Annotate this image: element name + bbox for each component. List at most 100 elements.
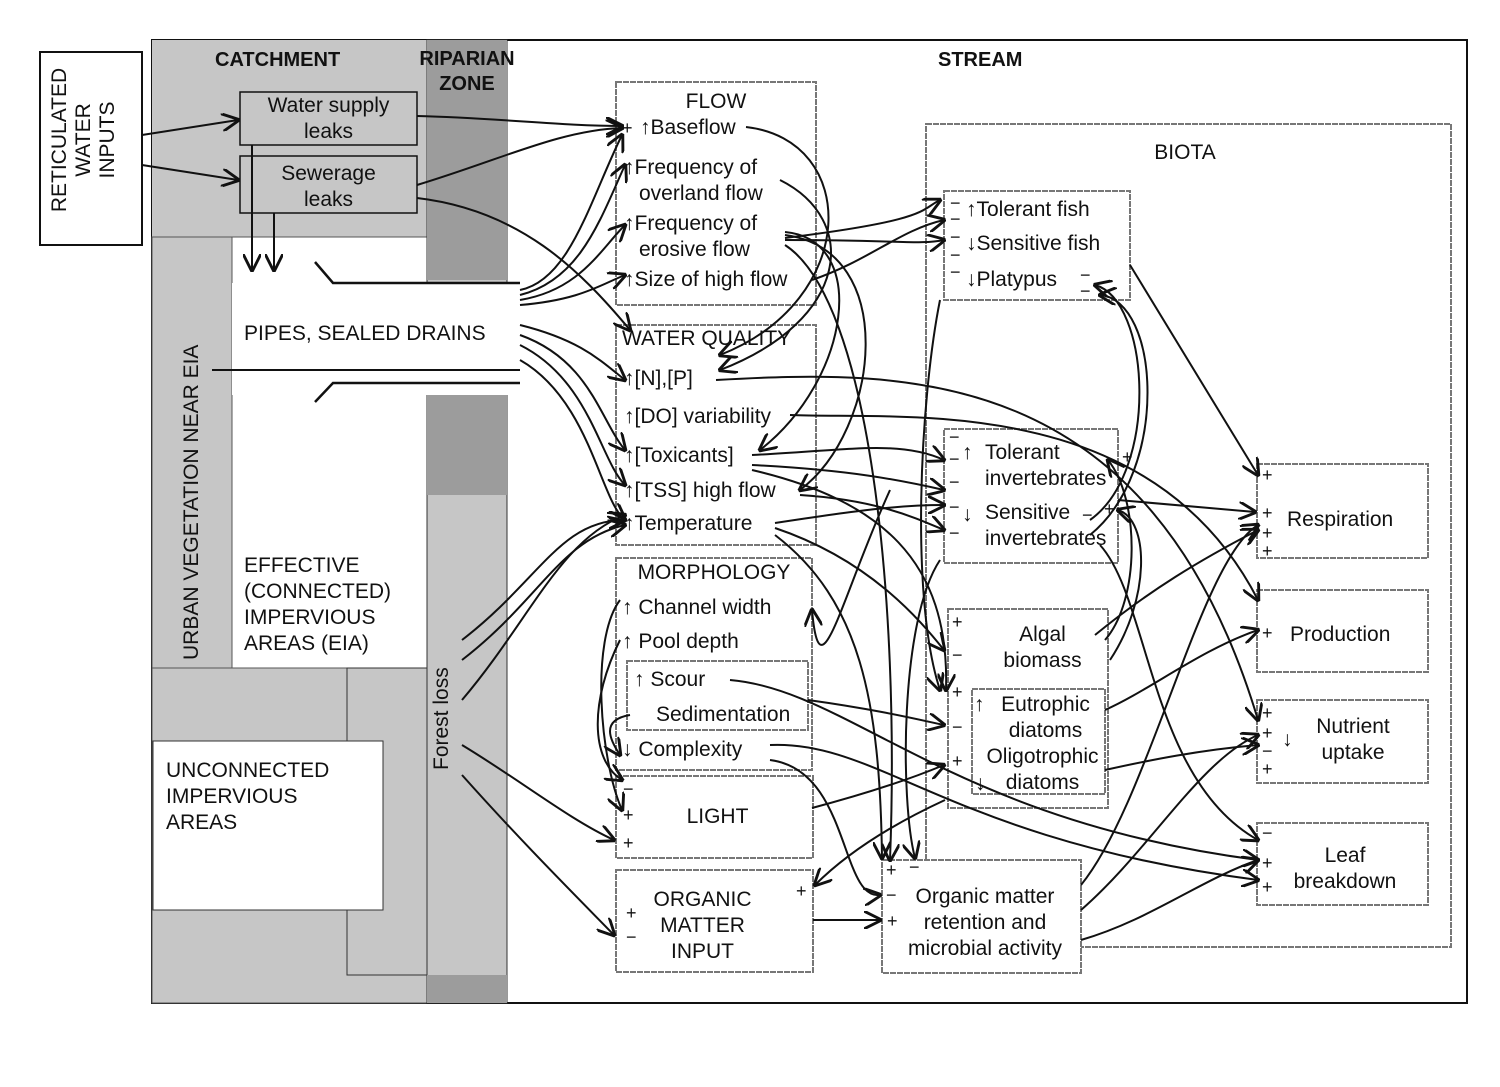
flow-title: FLOW bbox=[685, 90, 747, 113]
om-retention-label: Organic matter retention and microbial a… bbox=[890, 884, 1080, 962]
flow-text: Frequency of bbox=[634, 212, 758, 235]
unconnected-box bbox=[152, 740, 384, 911]
sign: − bbox=[952, 645, 963, 665]
riparian-line: RIPARIAN bbox=[419, 48, 515, 70]
label-line: Tolerant bbox=[985, 441, 1060, 464]
sign: + bbox=[1262, 623, 1273, 643]
diatom-arrow: ↓ bbox=[975, 772, 986, 795]
sewerage-leaks: Sewerage leaks bbox=[240, 161, 417, 213]
inputs-line: INPUTS bbox=[96, 101, 119, 179]
forest-loss-label: Forest loss bbox=[430, 667, 453, 770]
om-retention-box bbox=[881, 859, 1082, 974]
sign: − bbox=[950, 227, 961, 247]
tolerant-invertebrates: Tolerant invertebrates bbox=[985, 440, 1106, 492]
label-line: Eutrophic bbox=[1001, 693, 1090, 716]
label-line: IMPERVIOUS bbox=[166, 785, 298, 808]
sign: + bbox=[1262, 465, 1273, 485]
sign: − bbox=[949, 472, 960, 492]
inputs-line: RETICULATED bbox=[48, 67, 71, 213]
sign: + bbox=[952, 751, 963, 771]
sign: + bbox=[952, 612, 963, 632]
production-label: Production bbox=[1290, 623, 1391, 646]
flow-item: ↑Baseflow bbox=[640, 116, 736, 139]
label-line: Algal bbox=[1019, 623, 1066, 646]
scour-box bbox=[626, 660, 809, 731]
sign: + bbox=[887, 911, 898, 931]
production-box bbox=[1256, 589, 1429, 673]
catchment-heading: CATCHMENT bbox=[215, 49, 341, 71]
morph-item: Sedimentation bbox=[656, 703, 791, 726]
eia-label: EFFECTIVE (CONNECTED) IMPERVIOUS AREAS (… bbox=[244, 553, 391, 657]
sign: − bbox=[1080, 281, 1091, 301]
sign: − bbox=[1082, 505, 1093, 525]
flow-item: ↑Frequency of bbox=[624, 156, 758, 179]
invert-arrow: ↓ bbox=[962, 503, 973, 526]
urban-vegetation-label: URBAN VEGETATION NEAR EIA bbox=[180, 344, 203, 660]
sign: − bbox=[1262, 823, 1273, 843]
sign: + bbox=[622, 118, 633, 138]
label-line: UNCONNECTED bbox=[166, 759, 330, 782]
morph-item: ↑ Channel width bbox=[622, 596, 772, 619]
invert-arrow: ↑ bbox=[962, 441, 973, 464]
flow-item: ↑Size of high flow bbox=[624, 268, 788, 291]
label-line: IMPERVIOUS bbox=[244, 606, 376, 629]
sign: + bbox=[796, 881, 807, 901]
riparian-line: ZONE bbox=[439, 73, 495, 95]
wq-item: ↑[DO] variability bbox=[624, 405, 772, 428]
label-line: MATTER bbox=[660, 914, 745, 937]
flow-item: erosive flow bbox=[639, 238, 750, 261]
sign: + bbox=[886, 860, 897, 880]
organic-matter-input-box bbox=[615, 869, 814, 973]
pipes-label: PIPES, SEALED DRAINS bbox=[244, 322, 486, 345]
sign: − bbox=[950, 193, 961, 213]
sign: + bbox=[623, 805, 634, 825]
label-line: Oligotrophic bbox=[986, 745, 1099, 768]
morphology-title: MORPHOLOGY bbox=[637, 561, 791, 584]
label-line: diatoms bbox=[1008, 719, 1083, 742]
label-line: leaks bbox=[303, 120, 354, 143]
oligotrophic-diatoms: Oligotrophic diatoms bbox=[980, 744, 1105, 796]
water-supply-leaks-box bbox=[239, 91, 418, 146]
flow-text: Frequency of bbox=[634, 156, 758, 179]
sign: + bbox=[1262, 523, 1273, 543]
leaf-breakdown-box bbox=[1256, 822, 1429, 906]
label-line: Leaf bbox=[1324, 844, 1366, 867]
nutrient-arrow: ↓ bbox=[1282, 728, 1293, 751]
pipes-band bbox=[232, 283, 522, 395]
sign: + bbox=[1262, 759, 1273, 779]
morph-item: ↓ Complexity bbox=[622, 738, 743, 761]
label-line: AREAS bbox=[166, 811, 238, 834]
sign: − bbox=[626, 927, 637, 947]
sensitive-invertebrates: Sensitive invertebrates bbox=[985, 500, 1106, 552]
sign: − bbox=[949, 497, 960, 517]
sign: + bbox=[1104, 499, 1115, 519]
sign: − bbox=[950, 262, 961, 282]
eutrophic-diatoms: Eutrophic diatoms bbox=[988, 692, 1103, 744]
sign: − bbox=[950, 245, 961, 265]
label-line: (CONNECTED) bbox=[244, 580, 391, 603]
label-line: biomass bbox=[1003, 649, 1082, 672]
flow-box bbox=[615, 81, 817, 306]
unconnected-label: UNCONNECTED IMPERVIOUS AREAS bbox=[166, 758, 329, 836]
sign: − bbox=[886, 885, 897, 905]
label-line: Sensitive bbox=[985, 501, 1071, 524]
stream-heading: STREAM bbox=[938, 49, 1023, 71]
om-input-title: ORGANIC MATTER INPUT bbox=[640, 887, 765, 965]
nutrient-uptake-label: Nutrient uptake bbox=[1308, 714, 1398, 766]
nutrient-uptake-box bbox=[1256, 699, 1429, 784]
sign: − bbox=[949, 523, 960, 543]
label-line: leaks bbox=[303, 188, 354, 211]
respiration-box bbox=[1256, 463, 1429, 559]
water-quality-title: WATER QUALITY bbox=[622, 327, 792, 350]
label-line: Water supply bbox=[267, 94, 390, 117]
flow-item: overland flow bbox=[639, 182, 763, 205]
wq-item: ↑Temperature bbox=[624, 512, 753, 535]
light-box bbox=[615, 775, 814, 859]
urban-vegetation-zone bbox=[151, 236, 233, 669]
diatom-arrow: ↑ bbox=[974, 693, 985, 716]
water-supply-leaks: Water supply leaks bbox=[240, 93, 417, 145]
sign: + bbox=[1122, 447, 1133, 467]
sign: − bbox=[1080, 265, 1091, 285]
